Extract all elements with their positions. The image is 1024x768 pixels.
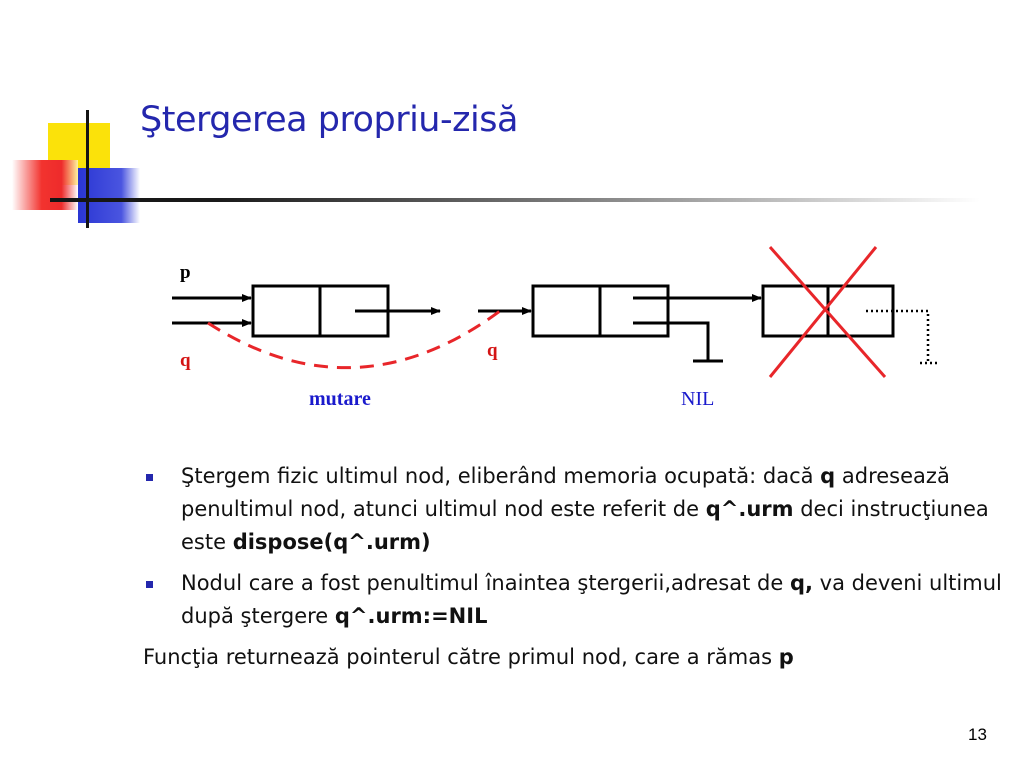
label-p: p — [180, 262, 191, 283]
delete-cross-icon — [768, 246, 887, 378]
bullet-bold-text: q^.urm:=NIL — [334, 604, 488, 628]
bullet-text: Ştergem fizic ultimul nod, eliberând mem… — [181, 464, 821, 488]
dotted-continuation — [866, 309, 930, 363]
linked-list-diagram: p q q mutare NIL — [172, 246, 938, 410]
bullet-text: Nodul care a fost penultimul înaintea şt… — [181, 571, 790, 595]
bullet-text: adresează penultimul nod, atunci ultimul… — [181, 464, 950, 521]
closing-text: Funcţia returnează pointerul către primu… — [143, 645, 779, 669]
bullet-square-icon — [146, 581, 153, 588]
page-number: 13 — [968, 725, 987, 744]
slide-title: Ştergerea propriu-zisă — [140, 100, 518, 140]
label-nil: NIL — [681, 388, 714, 410]
nil-pointer — [633, 321, 710, 361]
bullet-bold-text: q^.urm — [705, 497, 794, 521]
closing-bold-text: p — [778, 645, 794, 669]
bullet-text: deci instrucţiunea este — [181, 497, 989, 554]
bullet-bold-text: q — [820, 464, 836, 488]
decorative-vertical-line — [86, 110, 89, 228]
bullet-item: Nodul care a fost penultimul înaintea şt… — [143, 567, 1003, 633]
list-node-penultimate — [531, 284, 670, 338]
list-node-first — [251, 284, 390, 338]
label-q-left: q — [180, 350, 191, 371]
bullet-bold-text: dispose(q^.urm) — [232, 530, 431, 554]
label-move: mutare — [309, 388, 371, 410]
bullet-square-icon — [146, 474, 153, 481]
slide-content: Ştergem fizic ultimul nod, eliberând mem… — [143, 460, 1003, 674]
closing-paragraph: Funcţia returnează pointerul către primu… — [143, 641, 1003, 674]
bullet-item: Ştergem fizic ultimul nod, eliberând mem… — [143, 460, 1003, 559]
delete-cross-icon — [768, 246, 878, 378]
bullet-text: va deveni ultimul după ştergere — [181, 571, 1002, 628]
label-q-right: q — [487, 340, 498, 361]
bullet-bold-text: q, — [789, 571, 813, 595]
title-underline — [50, 198, 980, 202]
